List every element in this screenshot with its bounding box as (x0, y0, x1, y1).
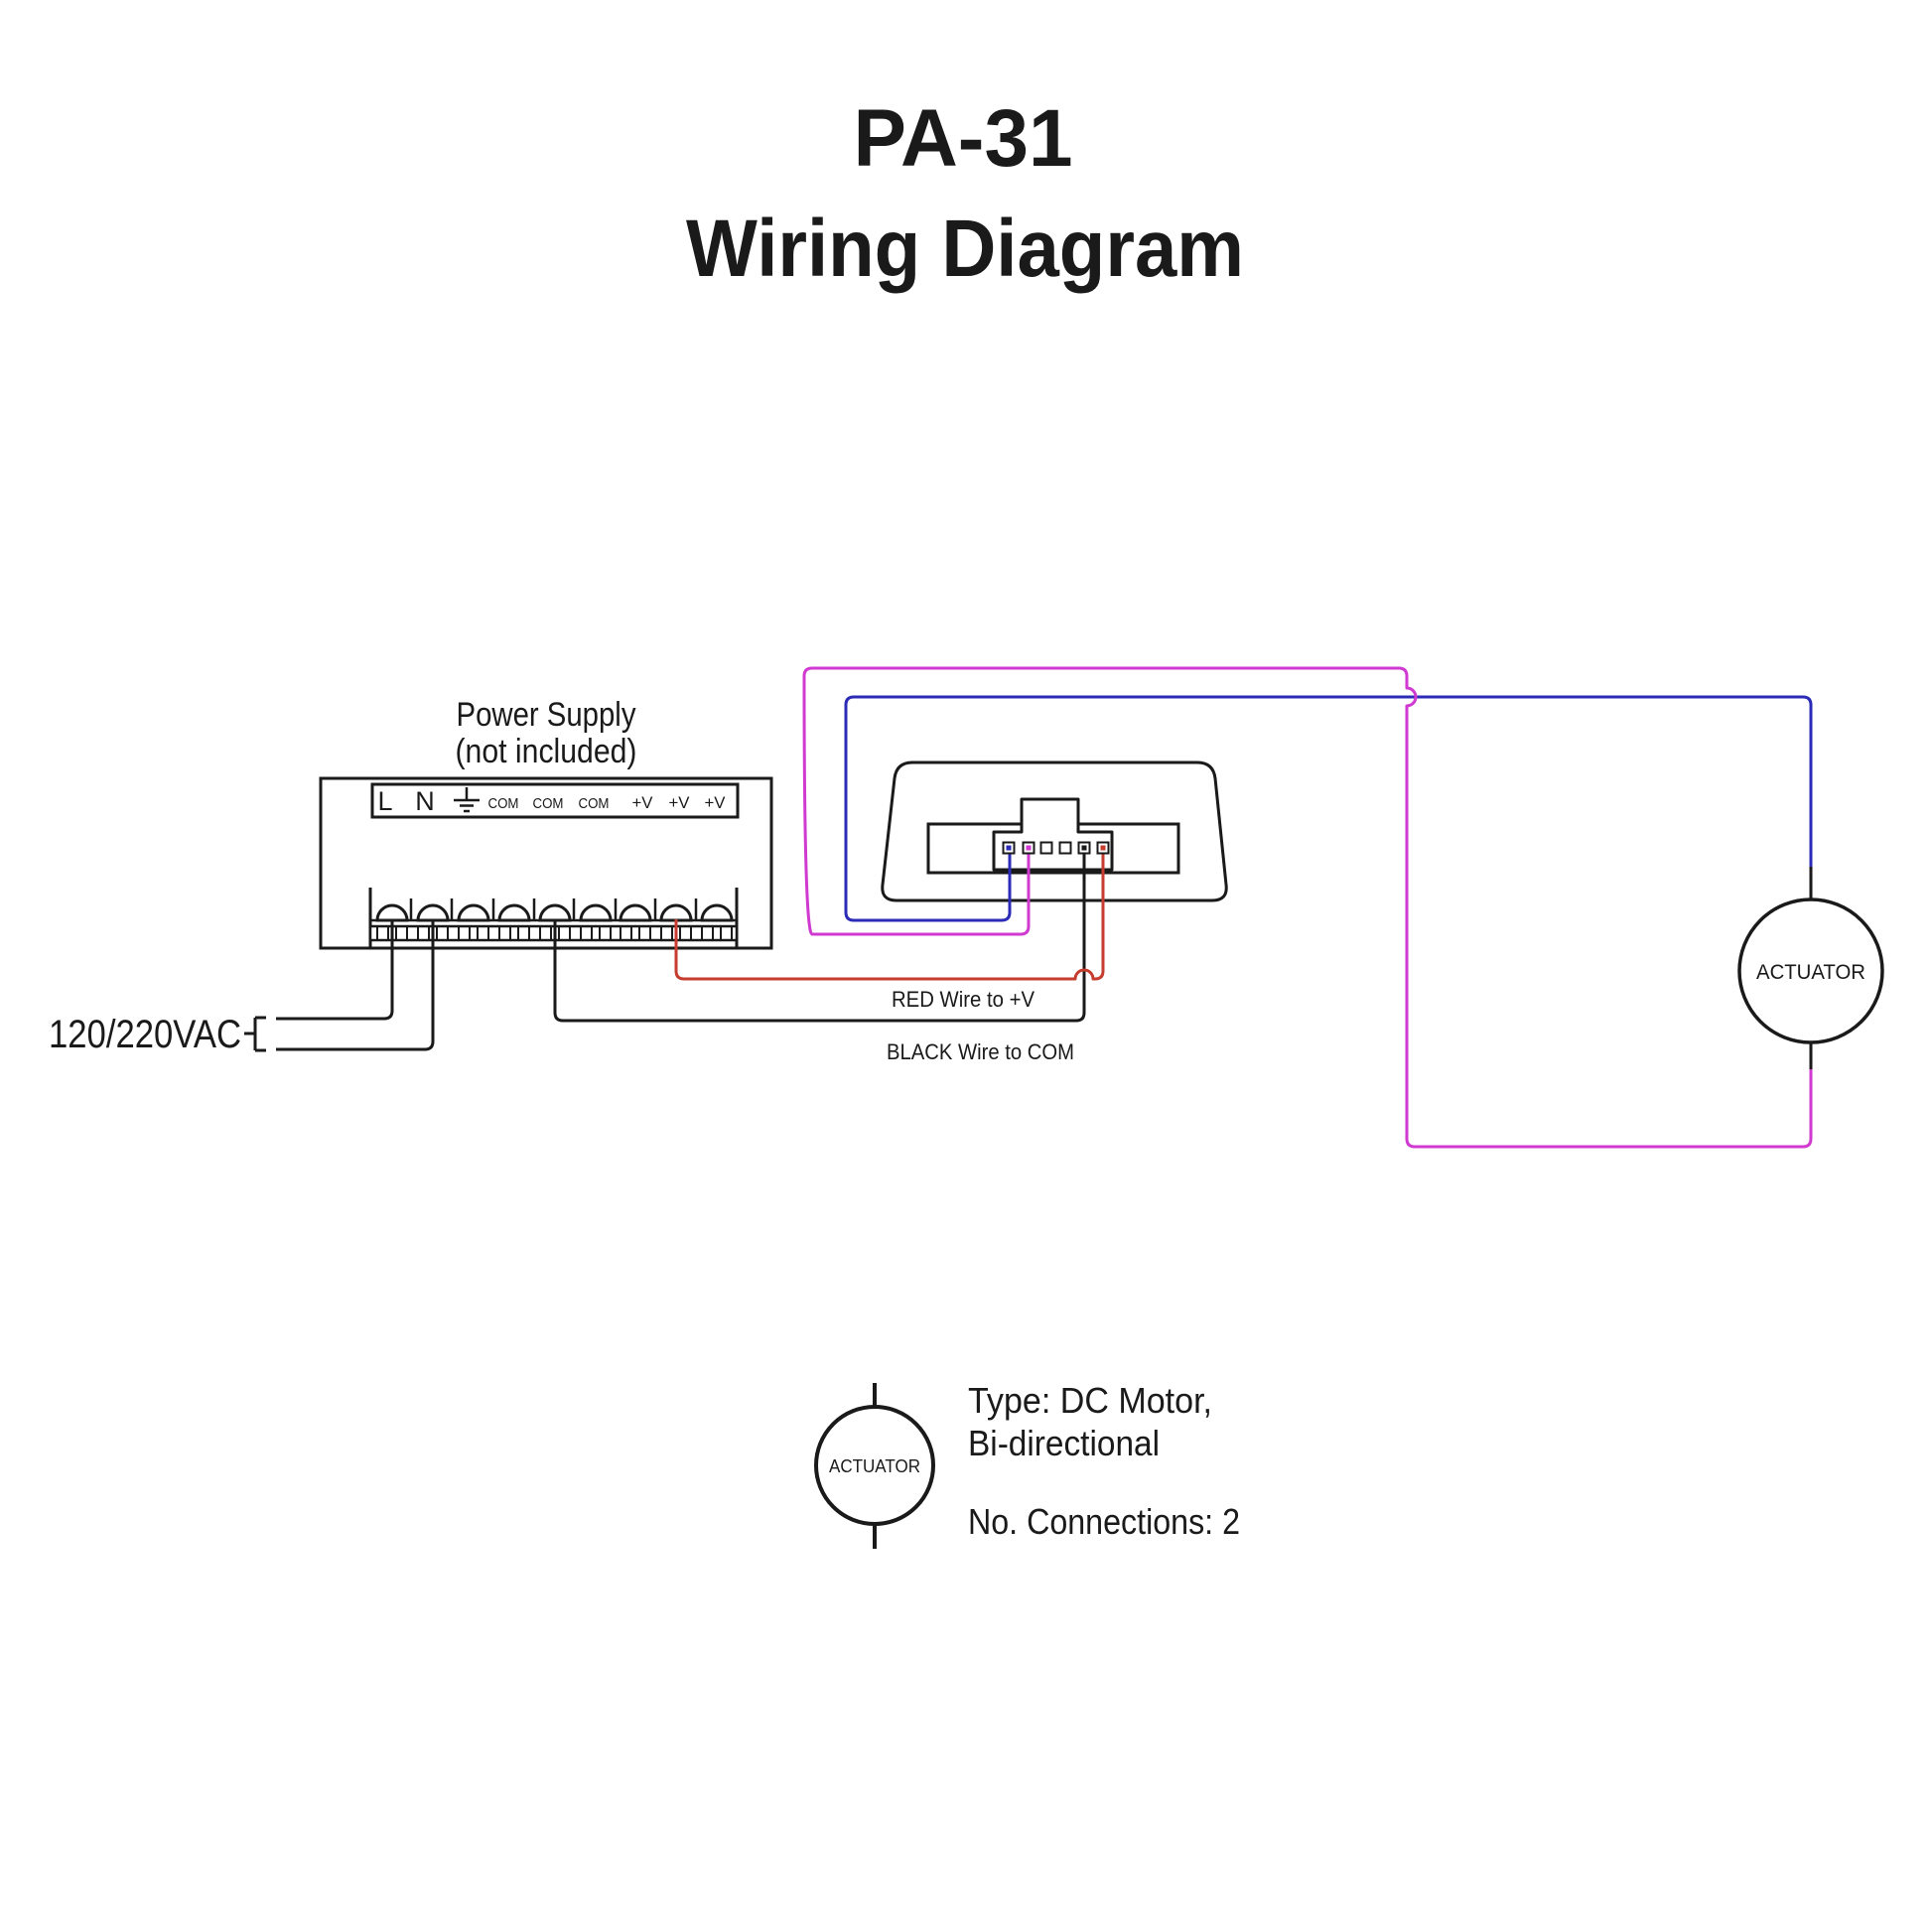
legend-connections: No. Connections: 2 (968, 1501, 1240, 1542)
actuator-circle (1737, 897, 1884, 1044)
legend-type-line1: Type: DC Motor, (968, 1380, 1212, 1421)
title: PA-31 Wiring Diagram (686, 93, 1244, 294)
terminal-label-com3: COM (579, 795, 610, 812)
terminal-label-v2: +V (669, 793, 691, 812)
wires (276, 666, 1813, 1149)
actuator-label: ACTUATOR (1756, 961, 1865, 984)
ground-symbol-icon (454, 787, 480, 813)
wire-red-v (674, 848, 1105, 981)
wire-black-com (553, 848, 1086, 1023)
red-wire-label: RED Wire to +V (892, 987, 1035, 1012)
wire-magenta (802, 666, 1813, 1149)
wire-blue (844, 695, 1813, 922)
terminal-label-v1: +V (632, 793, 654, 812)
ac-input-label: 120/220VAC (49, 1013, 241, 1056)
terminal-label-com2: COM (533, 795, 564, 812)
black-wire-label: BLACK Wire to COM (887, 1039, 1074, 1064)
title-line1: PA-31 (854, 93, 1073, 184)
legend-actuator-label: ACTUATOR (829, 1456, 920, 1476)
title-line2: Wiring Diagram (686, 204, 1244, 294)
legend-actuator-circle (814, 1405, 935, 1526)
actuator-symbol-right: ACTUATOR (1737, 867, 1884, 1069)
terminal-dividers (409, 898, 698, 920)
connector-pins (1002, 841, 1110, 855)
terminal-slot-ticks (376, 926, 733, 940)
terminal-label-v3: +V (705, 793, 727, 812)
legend-type-line2: Bi-directional (968, 1423, 1160, 1463)
terminal-label-l: L (377, 786, 392, 816)
legend: ACTUATOR Type: DC Motor, Bi-directional … (814, 1380, 1240, 1549)
power-supply-label-line1: Power Supply (457, 696, 636, 734)
terminal-label-n: N (415, 786, 435, 816)
wire-line-l (276, 919, 394, 1021)
terminal-label-strip (370, 782, 740, 819)
power-supply: Power Supply (not included) L N COM COM … (319, 696, 773, 950)
terminal-screws (375, 903, 734, 922)
power-supply-label-line2: (not included) (456, 733, 637, 770)
ac-input-bracket (244, 1016, 266, 1052)
wire-neutral-n (276, 919, 435, 1051)
terminal-label-com1: COM (488, 795, 519, 812)
control-box (881, 760, 1228, 902)
ac-input: 120/220VAC (49, 1013, 266, 1056)
